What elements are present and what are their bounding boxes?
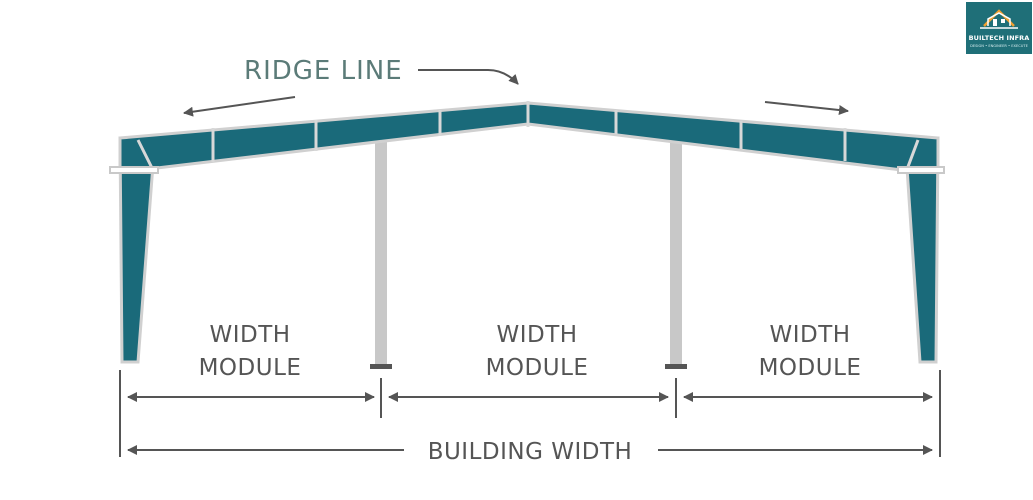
ridge-line-pointer [418, 69, 519, 85]
width-module-left-line2: MODULE [199, 355, 302, 381]
width-module-right-line2: MODULE [759, 355, 862, 381]
interior-column-left-base [370, 364, 392, 369]
dimension-extension-lines [119, 370, 941, 457]
logo-name: BUILTECH INFRA [968, 34, 1030, 42]
width-module-center-line1: WIDTH [496, 322, 577, 348]
interior-column-left [375, 138, 387, 366]
right-eave-strut [897, 166, 945, 174]
left-eave-strut [109, 166, 159, 174]
roof-slope-arrow-right [764, 101, 849, 116]
house-icon [980, 9, 1018, 29]
building-width-label: BUILDING WIDTH [428, 439, 633, 465]
interior-column-right-base [665, 364, 687, 369]
width-module-left-line1: WIDTH [209, 322, 290, 348]
logo-tagline: DESIGN • ENGINEER • EXECUTE [970, 44, 1028, 48]
ridge-line-label: RIDGE LINE [244, 56, 403, 86]
right-rafter [526, 101, 940, 174]
left-rafter [118, 101, 530, 172]
interior-column-right [670, 138, 682, 366]
width-module-center-line2: MODULE [486, 355, 589, 381]
builtech-logo: BUILTECH INFRA DESIGN • ENGINEER • EXECU… [966, 2, 1032, 54]
roof-slope-arrow-left [183, 96, 296, 117]
width-module-right-line1: WIDTH [769, 322, 850, 348]
